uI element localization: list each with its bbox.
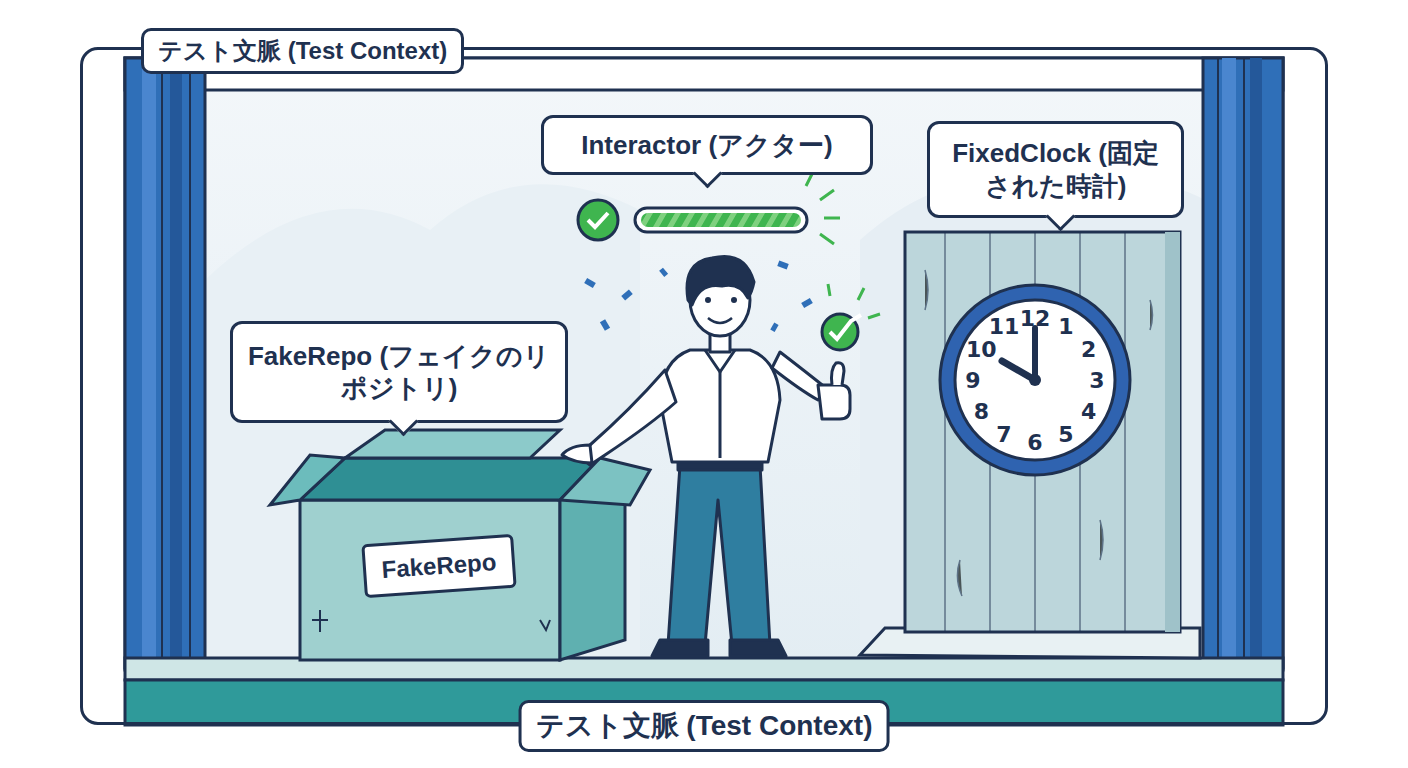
clock-number: 7 [996,421,1011,446]
callout-label: FakeRepo (フェイクのリポジトリ) [243,340,555,405]
callout-label: Interactor (アクター) [581,129,832,162]
callout-pointer [1045,202,1075,232]
clock-number: 2 [1081,337,1096,362]
callout-label: FixedClock (固定された時計) [940,137,1171,202]
callout-box: Interactor (アクター) [541,115,873,175]
test-context-frame: テスト文脈 (Test Context)テスト文脈 (Test Context)… [80,47,1328,725]
clock-number: 4 [1081,399,1096,424]
callout-pointer [693,159,723,189]
clock-number: 6 [1027,430,1042,455]
clock-number: 8 [974,399,989,424]
clock-number: 12 [1020,306,1051,331]
callout-box: FixedClock (固定された時計) [927,121,1184,218]
clock-number: 1 [1058,314,1073,339]
clock-number: 5 [1058,421,1073,446]
frame-label: テスト文脈 (Test Context) [519,700,890,752]
clock-number: 3 [1089,368,1104,393]
callout-box: FakeRepo (フェイクのリポジトリ) [230,321,568,423]
clock-number: 10 [966,337,997,362]
frame-label: テスト文脈 (Test Context) [141,28,464,74]
clock-number: 11 [989,314,1020,339]
tag-label: FakeRepo [381,547,498,585]
callout-pointer [389,407,419,437]
box-tag: FakeRepo [361,534,516,598]
clock-number: 9 [965,368,980,393]
